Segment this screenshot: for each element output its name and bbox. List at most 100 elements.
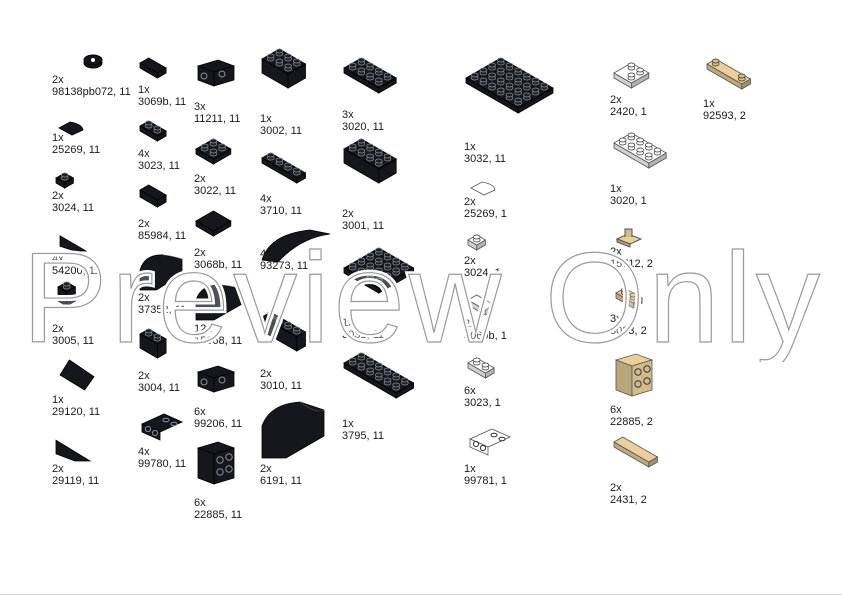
part-quantity: 3x — [610, 313, 622, 325]
part-id: 3005, 11 — [52, 335, 95, 347]
part-quantity: 1x — [342, 317, 354, 329]
part-quantity: 2x — [610, 482, 622, 494]
part-quantity: 2x — [342, 208, 354, 220]
part-quantity: 2x — [260, 368, 272, 380]
part-quantity: 1x — [703, 98, 715, 110]
part-quantity: 2x — [464, 196, 476, 208]
part-quantity: 2x — [194, 173, 206, 185]
part-id: 29119, 11 — [52, 475, 100, 487]
part-id: 15068, 11 — [194, 335, 243, 347]
brick-side-studs-tan-icon — [612, 352, 656, 402]
plate-1x1-icon — [54, 170, 76, 199]
part-quantity: 2x — [464, 255, 476, 267]
part-id: 25269, 1 — [464, 208, 507, 220]
part-quantity: 6x — [194, 406, 206, 418]
part-id: 3069b, 11 — [138, 96, 187, 108]
part-id: 22885, 2 — [610, 416, 653, 428]
part-id: 93273, 11 — [260, 260, 309, 272]
wedge-plate-right-icon — [58, 358, 96, 392]
part-id: 3031, 11 — [342, 329, 385, 341]
part-quantity: 1x — [138, 84, 150, 96]
page-bottom-divider — [0, 594, 842, 595]
part-id: 22885, 11 — [194, 509, 243, 521]
part-quantity: 6x — [610, 404, 622, 416]
part-quantity: 4x — [138, 446, 150, 458]
brick-2x4-icon — [342, 138, 399, 203]
plate-2x4-white-icon — [612, 130, 669, 179]
cheese-slope-icon — [58, 228, 88, 254]
tile-1x2-white-icon — [466, 292, 497, 326]
part-quantity: 12x — [194, 323, 212, 335]
part-quantity: 1x — [52, 394, 64, 406]
part-id: 3710, 11 — [260, 205, 303, 217]
part-quantity: 2x — [52, 190, 64, 202]
plate-1x2-tan-icon — [614, 285, 645, 319]
part-quantity: 2x — [610, 246, 622, 258]
part-id: 3004, 11 — [138, 382, 181, 394]
part-id: 3024, 1 — [464, 267, 501, 279]
brick-1x4-icon — [260, 311, 308, 371]
part-quantity: 1x — [464, 141, 476, 153]
part-id: 3023, 11 — [138, 160, 181, 172]
part-id: 3020, 11 — [342, 121, 385, 133]
part-id: 99780, 11 — [138, 458, 187, 470]
part-id: 3010, 11 — [260, 380, 303, 392]
part-quantity: 2x — [52, 74, 64, 86]
part-id: 25269, 11 — [52, 144, 101, 156]
plate-1x4-icon — [260, 150, 308, 194]
part-id: 29120, 11 — [52, 406, 101, 418]
slope-1x2-icon — [138, 184, 169, 220]
brick-1x2-icon — [138, 328, 169, 378]
part-quantity: 2x — [138, 218, 150, 230]
quarter-tile-icon — [56, 118, 86, 138]
part-id: 2420, 1 — [610, 106, 647, 118]
part-id: 99206, 11 — [194, 418, 243, 430]
part-id: 37352, 11 — [138, 304, 187, 316]
part-quantity: 3x — [194, 101, 206, 113]
brick-2x3-icon — [260, 48, 308, 108]
plate-2x6-icon — [342, 350, 416, 409]
part-id: 54200, 11 — [52, 265, 101, 277]
part-quantity: 2x — [138, 292, 150, 304]
part-quantity: 2x — [464, 318, 476, 330]
part-id: 98138pb072, 11 — [52, 86, 131, 98]
curved-tile-2x2-icon — [194, 282, 244, 322]
part-id: 3022, 11 — [194, 185, 237, 197]
tile-clip-icon — [614, 225, 644, 249]
part-id: 15712, 2 — [610, 258, 653, 270]
part-id: 6191, 11 — [260, 475, 303, 487]
part-id: 3032, 11 — [464, 153, 507, 165]
plate-1x1-white-icon — [466, 232, 488, 261]
part-quantity: 4x — [260, 193, 272, 205]
part-quantity: 1x — [260, 113, 272, 125]
part-quantity: 4x — [260, 248, 272, 260]
part-quantity: 2x — [194, 247, 206, 259]
plate-1x2-white-icon — [466, 355, 497, 389]
part-quantity: 2x — [138, 370, 150, 382]
part-quantity: 6x — [194, 497, 206, 509]
brick-1x1-icon — [56, 281, 78, 326]
part-id: 99781, 1 — [464, 475, 507, 487]
